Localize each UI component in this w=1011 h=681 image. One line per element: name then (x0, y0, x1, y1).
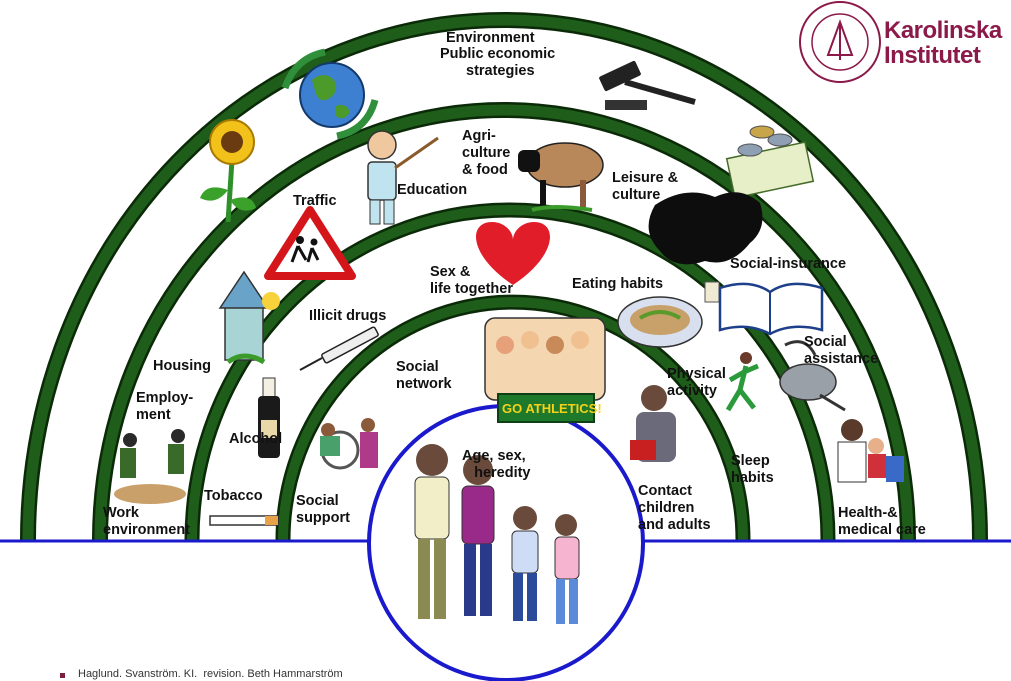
label-social-insurance: Social-insurance (730, 256, 847, 272)
label-tobacco: Tobacco (204, 488, 263, 504)
karolinska-seal-icon (799, 1, 881, 83)
karolinska-logo: Karolinska Institutet (884, 18, 1002, 68)
label-contact: Contact children and adults (638, 483, 711, 533)
heart-icon (476, 222, 550, 285)
label-age-sex-heredity: Age, sex, heredity (462, 448, 531, 481)
label-work-environment: Work environment (103, 505, 191, 538)
cow-icon (518, 142, 604, 212)
label-public-economic: Public economic (440, 46, 556, 62)
label-sleep-habits: Sleep habits (731, 453, 774, 486)
wheelchair-icon (320, 418, 378, 470)
workers-icon (114, 429, 186, 504)
label-illicit-drugs: Illicit drugs (309, 308, 387, 324)
globe-recycle-icon (281, 48, 379, 140)
label-education: Education (397, 182, 468, 198)
label-health-care: Health-& medical care (838, 505, 926, 538)
vacuum-icon (779, 340, 846, 412)
syringe-icon (299, 326, 379, 371)
food-plate-icon (617, 281, 720, 348)
label-leisure: Leisure & culture (612, 170, 679, 203)
label-housing: Housing (153, 358, 211, 374)
runner-icon (725, 352, 759, 412)
book-icon (718, 282, 824, 336)
label-employment: Employ- ment (136, 390, 194, 423)
label-traffic: Traffic (293, 193, 337, 209)
sunflower-icon (200, 119, 256, 223)
arch-rings (20, 12, 988, 541)
family-icon (414, 444, 580, 624)
label-alcohol: Alcohol (229, 431, 283, 447)
gavel-icon (599, 60, 696, 110)
footer-credit: Haglund. Svanström. KI. revision. Beth H… (78, 668, 343, 680)
label-social-assistance: Social assistance (804, 334, 879, 367)
reading-icon (630, 385, 676, 462)
label-agriculture: Agri- culture & food (462, 128, 511, 178)
label-social-network: Social network (396, 359, 452, 392)
label-social-support: Social support (296, 493, 350, 526)
logo-line-2: Institutet (884, 42, 981, 69)
house-icon (218, 270, 280, 365)
alcohol-bottle-icon (258, 377, 280, 458)
label-environment: Environment (446, 30, 535, 46)
label-sex: Sex & life together (430, 264, 513, 297)
footer-bullet (60, 673, 65, 678)
teacher-icon (367, 130, 439, 225)
label-physical-activity: Physical activity (667, 366, 726, 399)
traffic-sign-icon (264, 206, 356, 280)
cigarette-icon (209, 515, 279, 526)
label-strategies: strategies (466, 63, 535, 79)
go-athletics-sign: GO ATHLETICS! (502, 401, 602, 416)
logo-line-1: Karolinska (884, 17, 1002, 44)
doctor-icon (837, 419, 904, 483)
crowd-icon (484, 317, 606, 423)
label-eating: Eating habits (572, 276, 664, 292)
leisure-masks-icon (648, 192, 763, 265)
money-icon (725, 125, 815, 199)
